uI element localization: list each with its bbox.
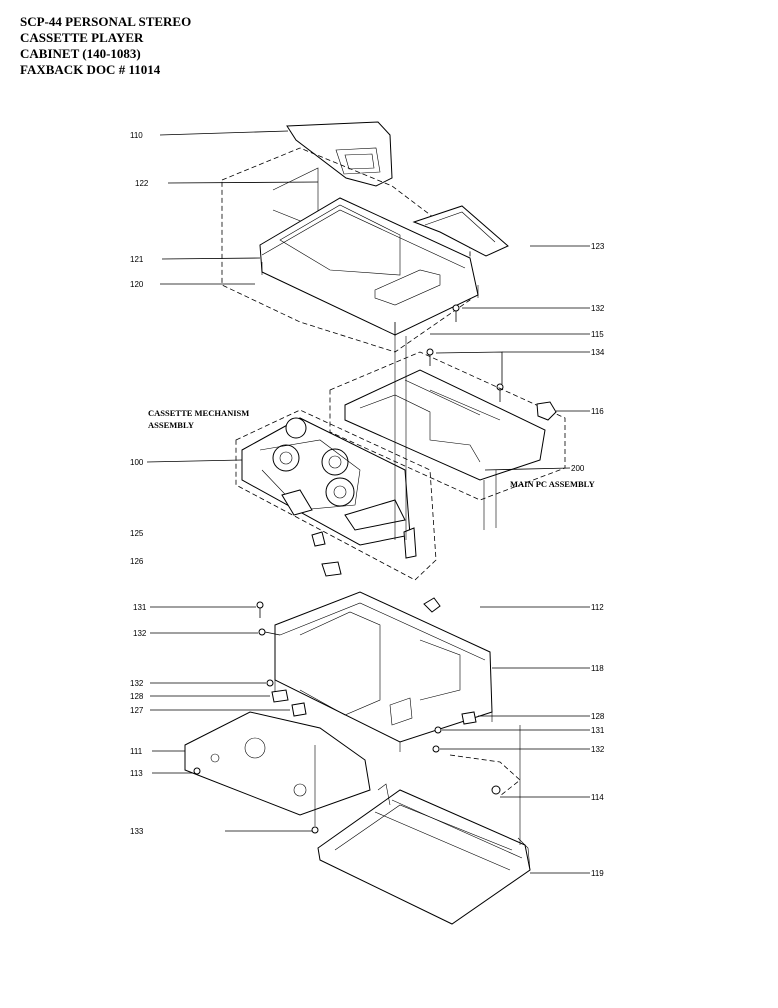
label-cassette-mechanism-1: CASSETTE MECHANISM [148, 408, 249, 418]
header-model: SCP-44 PERSONAL STEREO [20, 14, 192, 29]
cassette-mechanism-assembly [241, 417, 417, 559]
label-114: 114 [591, 793, 604, 802]
part-118-lower-cabinet [274, 591, 493, 752]
screw-132-right [432, 745, 440, 753]
label-200: 200 [571, 464, 585, 473]
part-114-battery-contact [491, 785, 501, 795]
screw-132-top [452, 304, 460, 322]
label-113: 113 [130, 769, 143, 778]
label-116: 116 [591, 407, 604, 416]
label-main-pc-assembly: MAIN PC ASSEMBLY [510, 479, 595, 489]
label-128-left: 128 [130, 692, 144, 701]
label-119: 119 [591, 869, 604, 878]
part-119-bottom-case [317, 783, 531, 925]
label-111: 111 [130, 747, 143, 756]
part-128-spring-right [461, 711, 477, 725]
label-126: 126 [130, 557, 144, 566]
label-132-right: 132 [591, 745, 605, 754]
label-110: 110 [130, 131, 143, 140]
part-126-button [321, 561, 342, 577]
label-131-left: 131 [133, 603, 147, 612]
screw-133 [311, 826, 319, 834]
header-doc-number: FAXBACK DOC # 11014 [20, 62, 161, 77]
screw-132-lower [266, 679, 274, 687]
label-133: 133 [130, 827, 144, 836]
part-127-switch [291, 702, 307, 717]
screw-113 [193, 767, 201, 775]
label-115: 115 [591, 330, 604, 339]
label-120: 120 [130, 280, 144, 289]
part-123-side-cover [412, 205, 509, 257]
label-128-right: 128 [591, 712, 605, 721]
part-111-insulator-sheet [184, 711, 371, 816]
label-100: 100 [130, 458, 144, 467]
label-132-left: 132 [133, 629, 147, 638]
part-128-spring-left [271, 689, 289, 703]
label-122: 122 [135, 179, 149, 188]
label-118: 118 [591, 664, 604, 673]
screw-131-right [434, 726, 442, 734]
screw-134 [426, 348, 504, 402]
part-112-clip [423, 597, 441, 613]
label-123: 123 [591, 242, 605, 251]
label-132-top: 132 [591, 304, 605, 313]
label-125: 125 [130, 529, 144, 538]
label-131-right: 131 [591, 726, 605, 735]
label-cassette-mechanism-2: ASSEMBLY [148, 420, 194, 430]
label-112: 112 [591, 603, 604, 612]
document-header: SCP-44 PERSONAL STEREO CASSETTE PLAYER C… [20, 14, 191, 78]
label-121: 121 [130, 255, 144, 264]
screw-132-left [258, 628, 281, 636]
screw-131-left [256, 601, 264, 618]
part-116-switch [536, 401, 557, 421]
part-110-lid [286, 121, 393, 187]
label-127: 127 [130, 706, 144, 715]
header-product: CASSETTE PLAYER [20, 30, 144, 45]
header-section: CABINET (140-1083) [20, 46, 141, 61]
label-134: 134 [591, 348, 605, 357]
label-132-lower: 132 [130, 679, 144, 688]
